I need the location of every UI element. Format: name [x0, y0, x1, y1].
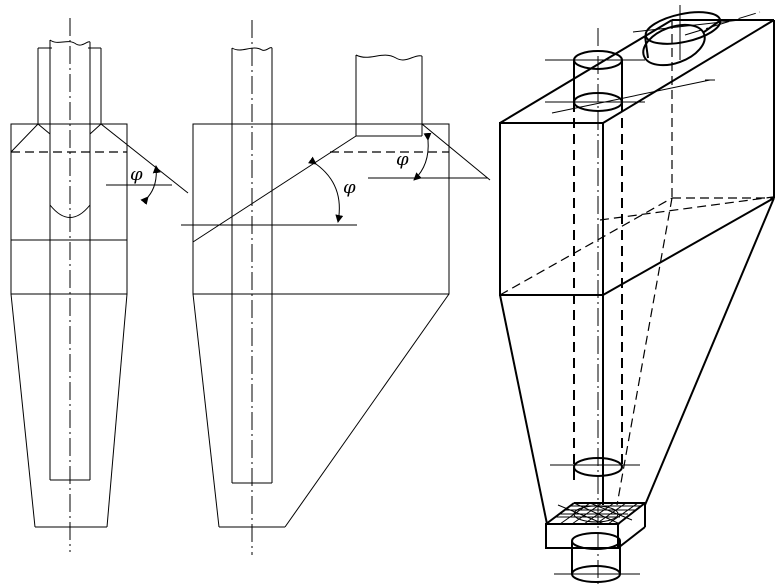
angle-arc-top — [413, 132, 432, 181]
cone-right-edge — [106, 293, 128, 528]
roof-slope-right-mid — [421, 123, 491, 181]
angle-label-top: φ — [396, 149, 409, 170]
hopper-right-edge — [644, 197, 775, 506]
hopper-hidden-diag — [599, 196, 774, 221]
middle-cone-right — [284, 293, 450, 528]
hidden-left-bottom — [499, 197, 673, 296]
inlet-side-left — [644, 35, 649, 59]
middle-pipe-break — [231, 47, 273, 51]
angle-label-main: φ — [343, 177, 356, 198]
box-top-diagonal — [551, 79, 711, 114]
exhaust-pipe-break — [49, 39, 91, 46]
box-top-front-edge — [602, 19, 775, 124]
cone-left-edge — [10, 293, 36, 528]
angle-arc-main — [307, 156, 344, 223]
box-top-left-edge — [499, 19, 673, 124]
roof-slope-left — [10, 123, 39, 153]
cyclone-side-view: φ φ — [181, 20, 491, 555]
box-front-face — [499, 122, 604, 296]
dust-outlet-top-ellipse — [571, 532, 621, 550]
outlet-crosshatch — [556, 502, 640, 525]
angle-label-left: φ — [130, 164, 143, 185]
roof-edge-b — [89, 123, 102, 135]
inlet-cross-horizontal — [632, 19, 741, 33]
inlet-axis — [684, 11, 761, 36]
middle-body — [192, 123, 450, 295]
cylindrical-body — [10, 123, 128, 295]
inlet-pipe-break — [355, 54, 423, 61]
roof-edge-a — [37, 123, 51, 135]
hopper-hidden-edge — [616, 197, 673, 506]
cyclone-front-view: φ — [10, 18, 189, 552]
outlet-box-front — [545, 523, 619, 549]
outlet-box-top-right — [617, 502, 646, 525]
roof-slope-right — [100, 123, 189, 194]
angle-arc-left — [140, 165, 161, 205]
box-right-bottom-edge — [602, 197, 775, 296]
spiral-roof-line — [192, 135, 357, 243]
hopper-left-edge — [499, 294, 548, 525]
outlet-box-bottom-right — [617, 526, 646, 549]
middle-cone-left — [192, 293, 220, 528]
cyclone-isometric-view — [499, 5, 775, 586]
